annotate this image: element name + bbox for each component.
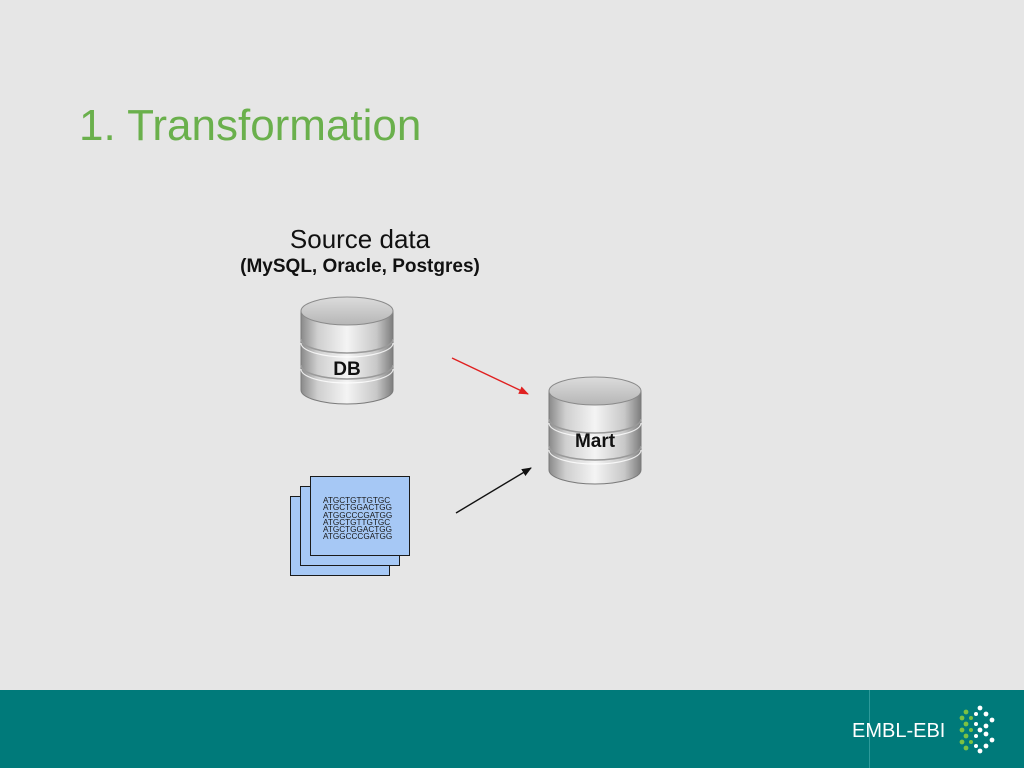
source-heading-subtitle: (MySQL, Oracle, Postgres) bbox=[240, 256, 480, 277]
footer-bar: EMBL-EBI bbox=[0, 690, 1024, 768]
db-cylinder-icon bbox=[300, 296, 394, 405]
embl-ebi-logo-text: EMBL-EBI bbox=[852, 720, 946, 742]
file-to-mart-arrow bbox=[455, 467, 532, 514]
source-heading-title: Source data bbox=[289, 224, 431, 254]
sequence-line: ATGCTGGACTGG bbox=[323, 525, 392, 535]
flatfile-sequence-text: ATGCTGTTGTGC ATGCTGGACTGG ATGGCCCGATGG A… bbox=[323, 496, 393, 542]
mart-label: Mart bbox=[574, 431, 616, 452]
sequence-line: ATGGCCCGATGG bbox=[323, 532, 393, 542]
flatfile-page-front: ATGCTGTTGTGC ATGCTGGACTGG ATGGCCCGATGG A… bbox=[310, 476, 410, 556]
slide-title: 1. Transformation bbox=[79, 101, 422, 150]
mart-cylinder-icon bbox=[548, 376, 642, 485]
footer-divider bbox=[869, 690, 870, 768]
transformation-diagram bbox=[300, 296, 642, 514]
embl-ebi-logo-icon bbox=[959, 705, 995, 754]
sequence-line: ATGCTGGACTGG bbox=[323, 503, 392, 513]
db-label: DB bbox=[333, 359, 361, 380]
sequence-line: ATGGCCCGATGG bbox=[323, 510, 393, 520]
db-to-mart-arrow bbox=[451, 357, 529, 395]
source-heading: Source data (MySQL, Oracle, Postgres) bbox=[200, 226, 520, 276]
sequence-line: ATGCTGTTGTGC bbox=[323, 496, 391, 505]
sequence-line: ATGCTGTTGTGC bbox=[323, 517, 391, 527]
